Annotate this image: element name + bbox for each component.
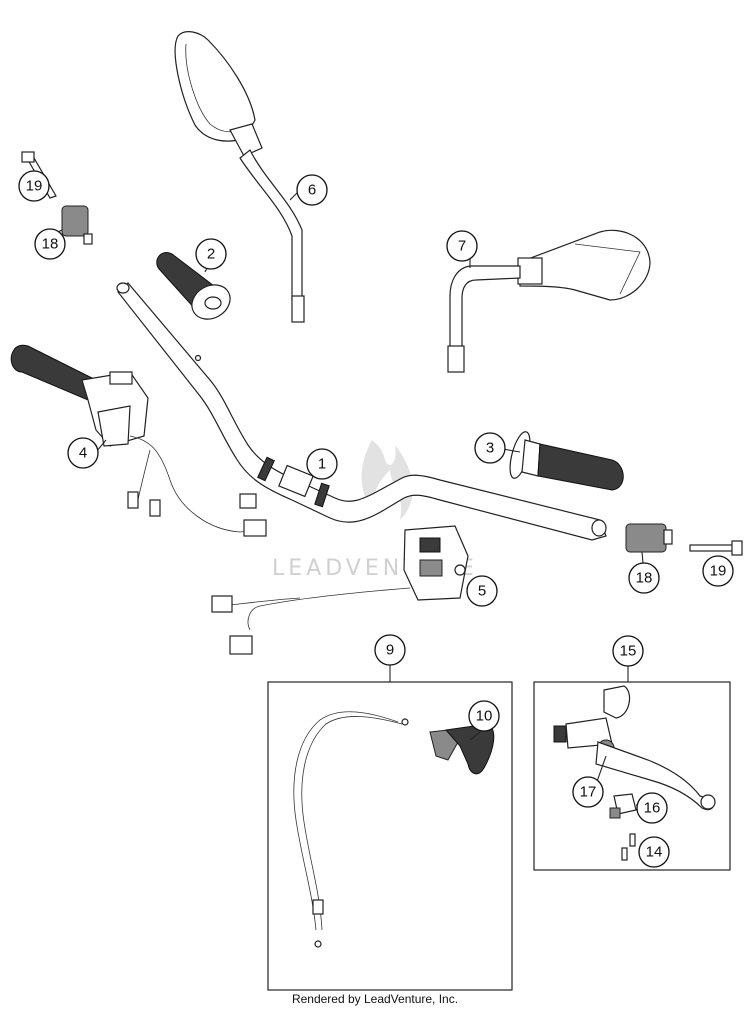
callout-14: 14: [638, 836, 670, 868]
callout-1: 1: [306, 448, 338, 480]
callout-3: 3: [474, 432, 506, 464]
callout-2: 2: [195, 238, 227, 270]
callout-17: 17: [572, 776, 604, 808]
svg-text:6: 6: [308, 182, 316, 199]
svg-text:18: 18: [42, 236, 59, 253]
svg-text:18: 18: [636, 570, 653, 587]
lever-clamp-part: [609, 793, 637, 819]
callout-4: 4: [67, 437, 99, 469]
svg-text:7: 7: [458, 238, 466, 255]
callout-19-right: 19: [702, 555, 734, 587]
svg-text:9: 9: [386, 642, 394, 659]
handlebar-clamp-marks: [257, 456, 330, 508]
left-mirror-part: [174, 31, 305, 323]
svg-text:4: 4: [79, 445, 87, 462]
lever-screw-part: [621, 833, 636, 861]
clutch-lever-assembly-part: [553, 685, 716, 811]
callout-15: 15: [612, 635, 644, 667]
svg-text:15: 15: [620, 643, 637, 660]
svg-text:2: 2: [207, 246, 215, 263]
rendered-by-credit: Rendered by LeadVenture, Inc.: [291, 992, 459, 1006]
callout-18-left: 18: [34, 228, 66, 260]
callout-6: 6: [296, 174, 328, 206]
right-grip-part: [509, 431, 624, 491]
handlebar-part: [116, 282, 607, 541]
callout-16: 16: [636, 792, 668, 824]
callout-9: 9: [374, 634, 406, 666]
kit-box-15: [533, 681, 731, 871]
svg-text:19: 19: [26, 178, 43, 195]
left-bar-end-part: [61, 205, 93, 245]
svg-text:1: 1: [318, 456, 326, 473]
svg-text:10: 10: [476, 708, 493, 725]
callout-18-right: 18: [628, 562, 660, 594]
svg-text:17: 17: [580, 784, 597, 801]
callout-19-left: 19: [18, 170, 50, 202]
left-grip-part: [156, 252, 231, 320]
cable-boot-part: [429, 723, 495, 775]
callout-5: 5: [466, 575, 498, 607]
svg-text:5: 5: [478, 583, 486, 600]
callout-10: 10: [468, 700, 500, 732]
svg-text:19: 19: [710, 563, 727, 580]
left-switch-assembly-part: [10, 344, 267, 537]
right-bar-end-bolt-part: [689, 540, 743, 556]
right-bar-end-part: [625, 523, 673, 553]
right-switch-assembly-part: [211, 525, 469, 655]
svg-text:14: 14: [646, 844, 663, 861]
svg-text:3: 3: [486, 440, 494, 457]
callout-7: 7: [446, 230, 478, 262]
clutch-cable-part: [293, 711, 409, 948]
svg-text:16: 16: [644, 800, 661, 817]
right-mirror-part: [447, 229, 651, 373]
